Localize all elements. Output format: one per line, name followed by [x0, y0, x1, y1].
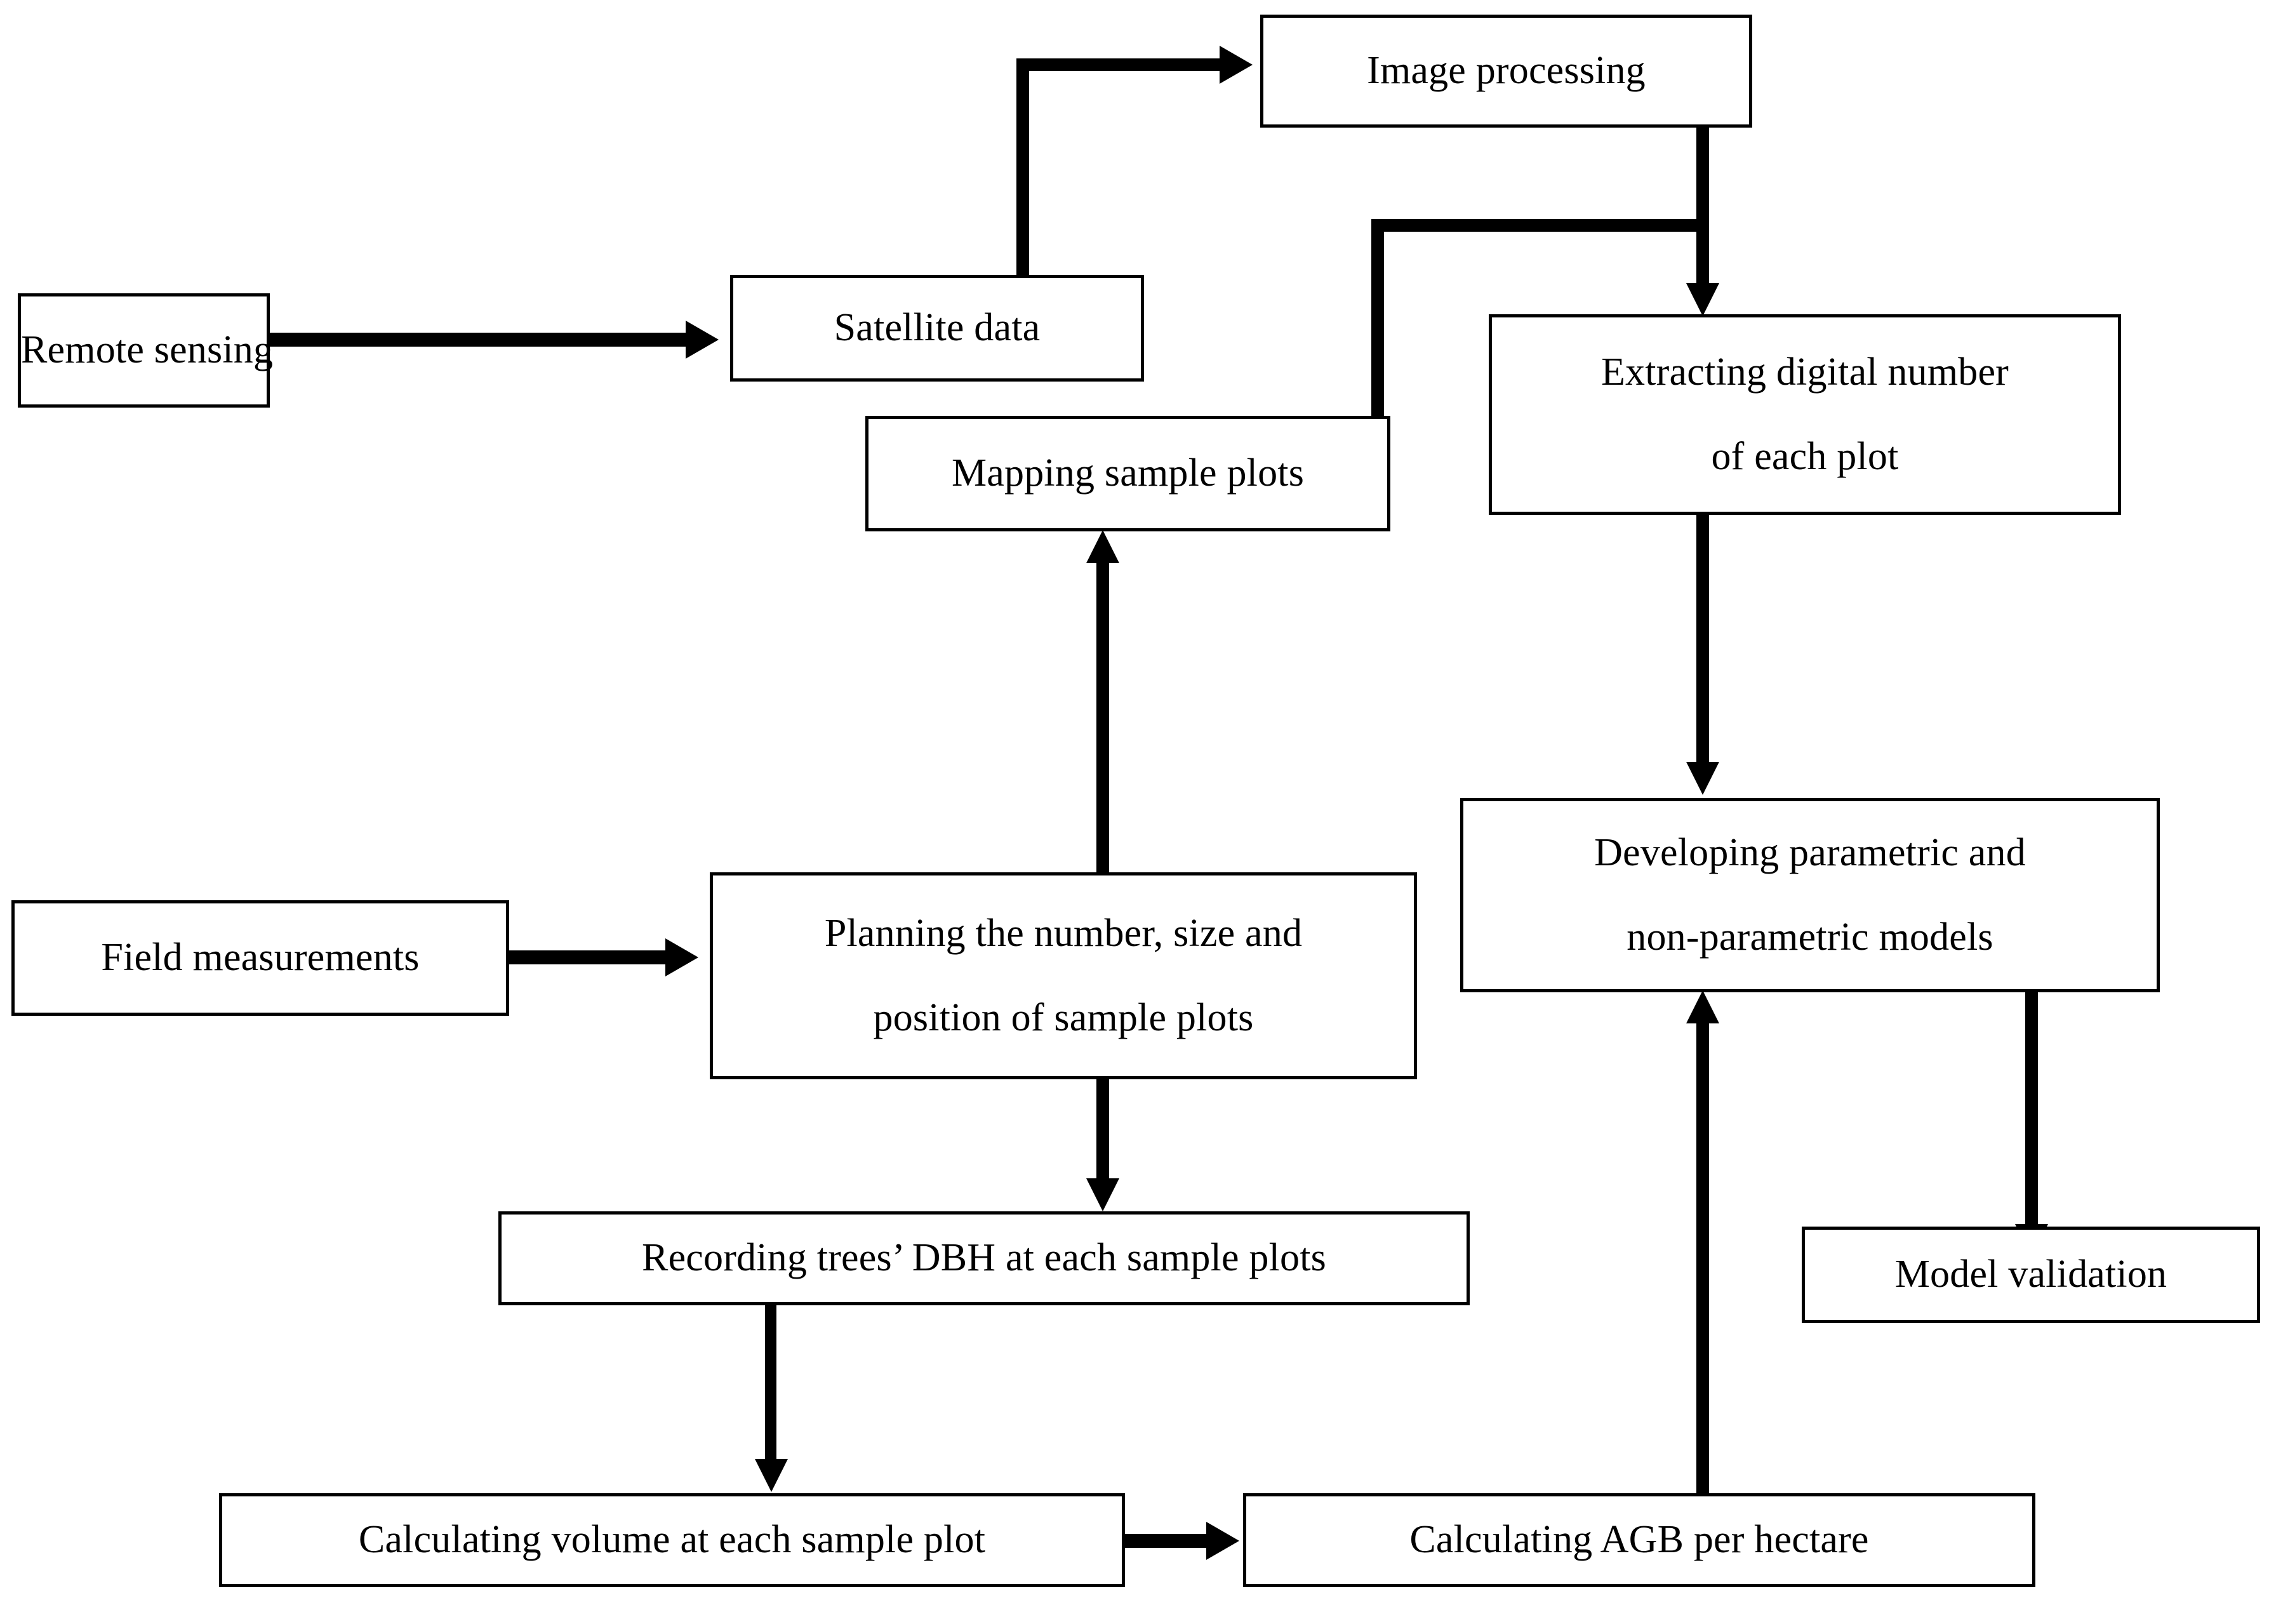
node-model-validation[interactable]: Model validation — [1802, 1227, 2260, 1323]
arrowhead-down-developing-models — [1686, 762, 1719, 795]
edge-field-measurements-to-planning — [508, 950, 665, 964]
edge-planning-to-recording-dbh — [1096, 1075, 1109, 1182]
arrowhead-right-image-processing — [1220, 46, 1253, 84]
edge-recording-dbh-to-calculating-volume — [765, 1303, 776, 1463]
node-label-calculating-volume: Calculating volume at each sample plot — [358, 1518, 986, 1562]
node-label-developing-models-line2: non-parametric models — [1627, 915, 1993, 959]
node-recording-dbh[interactable]: Recording trees’ DBH at each sample plot… — [498, 1211, 1470, 1305]
node-calculating-agb[interactable]: Calculating AGB per hectare — [1243, 1493, 2035, 1587]
node-label-extracting-digital-number-line2: of each plot — [1711, 435, 1899, 478]
node-extracting-digital-number[interactable]: Extracting digital number of each plot — [1489, 314, 2121, 515]
edge-planning-to-mapping-sample-plots — [1096, 562, 1109, 874]
node-label-planning-sample-plots-line1: Planning the number, size and — [824, 911, 1303, 955]
node-label-model-validation: Model validation — [1894, 1253, 2167, 1296]
node-developing-models[interactable]: Developing parametric and non-parametric… — [1460, 798, 2160, 992]
edge-mapping-sample-plots-riser — [1371, 219, 1384, 417]
node-label-calculating-agb: Calculating AGB per hectare — [1409, 1518, 1869, 1562]
arrowhead-up-mapping-sample-plots — [1086, 530, 1119, 563]
node-label-mapping-sample-plots: Mapping sample plots — [951, 451, 1305, 495]
node-label-satellite-data: Satellite data — [834, 306, 1041, 350]
node-calculating-volume[interactable]: Calculating volume at each sample plot — [219, 1493, 1125, 1587]
edge-satellite-data-to-image-processing-horizontal — [1016, 58, 1220, 71]
arrowhead-up-developing-models — [1686, 990, 1719, 1023]
node-label-developing-models-line1: Developing parametric and — [1594, 830, 2026, 874]
edge-mapping-sample-plots-to-extracting-dn-horizontal — [1371, 219, 1707, 232]
arrowhead-down-calculating-volume — [755, 1459, 788, 1492]
arrowhead-right-calculating-agb — [1206, 1522, 1239, 1560]
node-mapping-sample-plots[interactable]: Mapping sample plots — [865, 416, 1390, 531]
node-image-processing[interactable]: Image processing — [1260, 15, 1752, 128]
node-planning-sample-plots[interactable]: Planning the number, size and position o… — [710, 872, 1417, 1079]
edge-image-processing-to-extracting-dn — [1696, 126, 1709, 290]
node-field-measurements[interactable]: Field measurements — [11, 900, 509, 1016]
edge-calculating-agb-to-developing-models — [1696, 1022, 1709, 1497]
arrowhead-right-satellite-data — [686, 321, 719, 359]
edge-calculating-volume-to-calculating-agb — [1124, 1534, 1206, 1548]
edge-remote-sensing-to-satellite-data — [270, 333, 686, 347]
arrowhead-down-extracting-dn — [1686, 283, 1719, 316]
node-label-recording-dbh: Recording trees’ DBH at each sample plot… — [642, 1236, 1326, 1280]
arrowhead-down-recording-dbh — [1086, 1178, 1119, 1211]
edge-satellite-data-riser — [1016, 58, 1029, 277]
node-label-image-processing: Image processing — [1367, 49, 1646, 93]
edge-extracting-dn-to-developing-models — [1696, 512, 1709, 766]
edge-developing-models-to-model-validation — [2025, 988, 2038, 1228]
node-remote-sensing[interactable]: Remote sensing — [18, 293, 274, 408]
node-label-extracting-digital-number-line1: Extracting digital number — [1600, 350, 2009, 394]
node-label-remote-sensing: Remote sensing — [21, 328, 274, 372]
node-label-planning-sample-plots-line2: position of sample plots — [873, 996, 1254, 1039]
node-label-field-measurements: Field measurements — [101, 936, 420, 980]
node-satellite-data[interactable]: Satellite data — [730, 275, 1144, 382]
arrowhead-right-planning-plots — [665, 938, 698, 976]
